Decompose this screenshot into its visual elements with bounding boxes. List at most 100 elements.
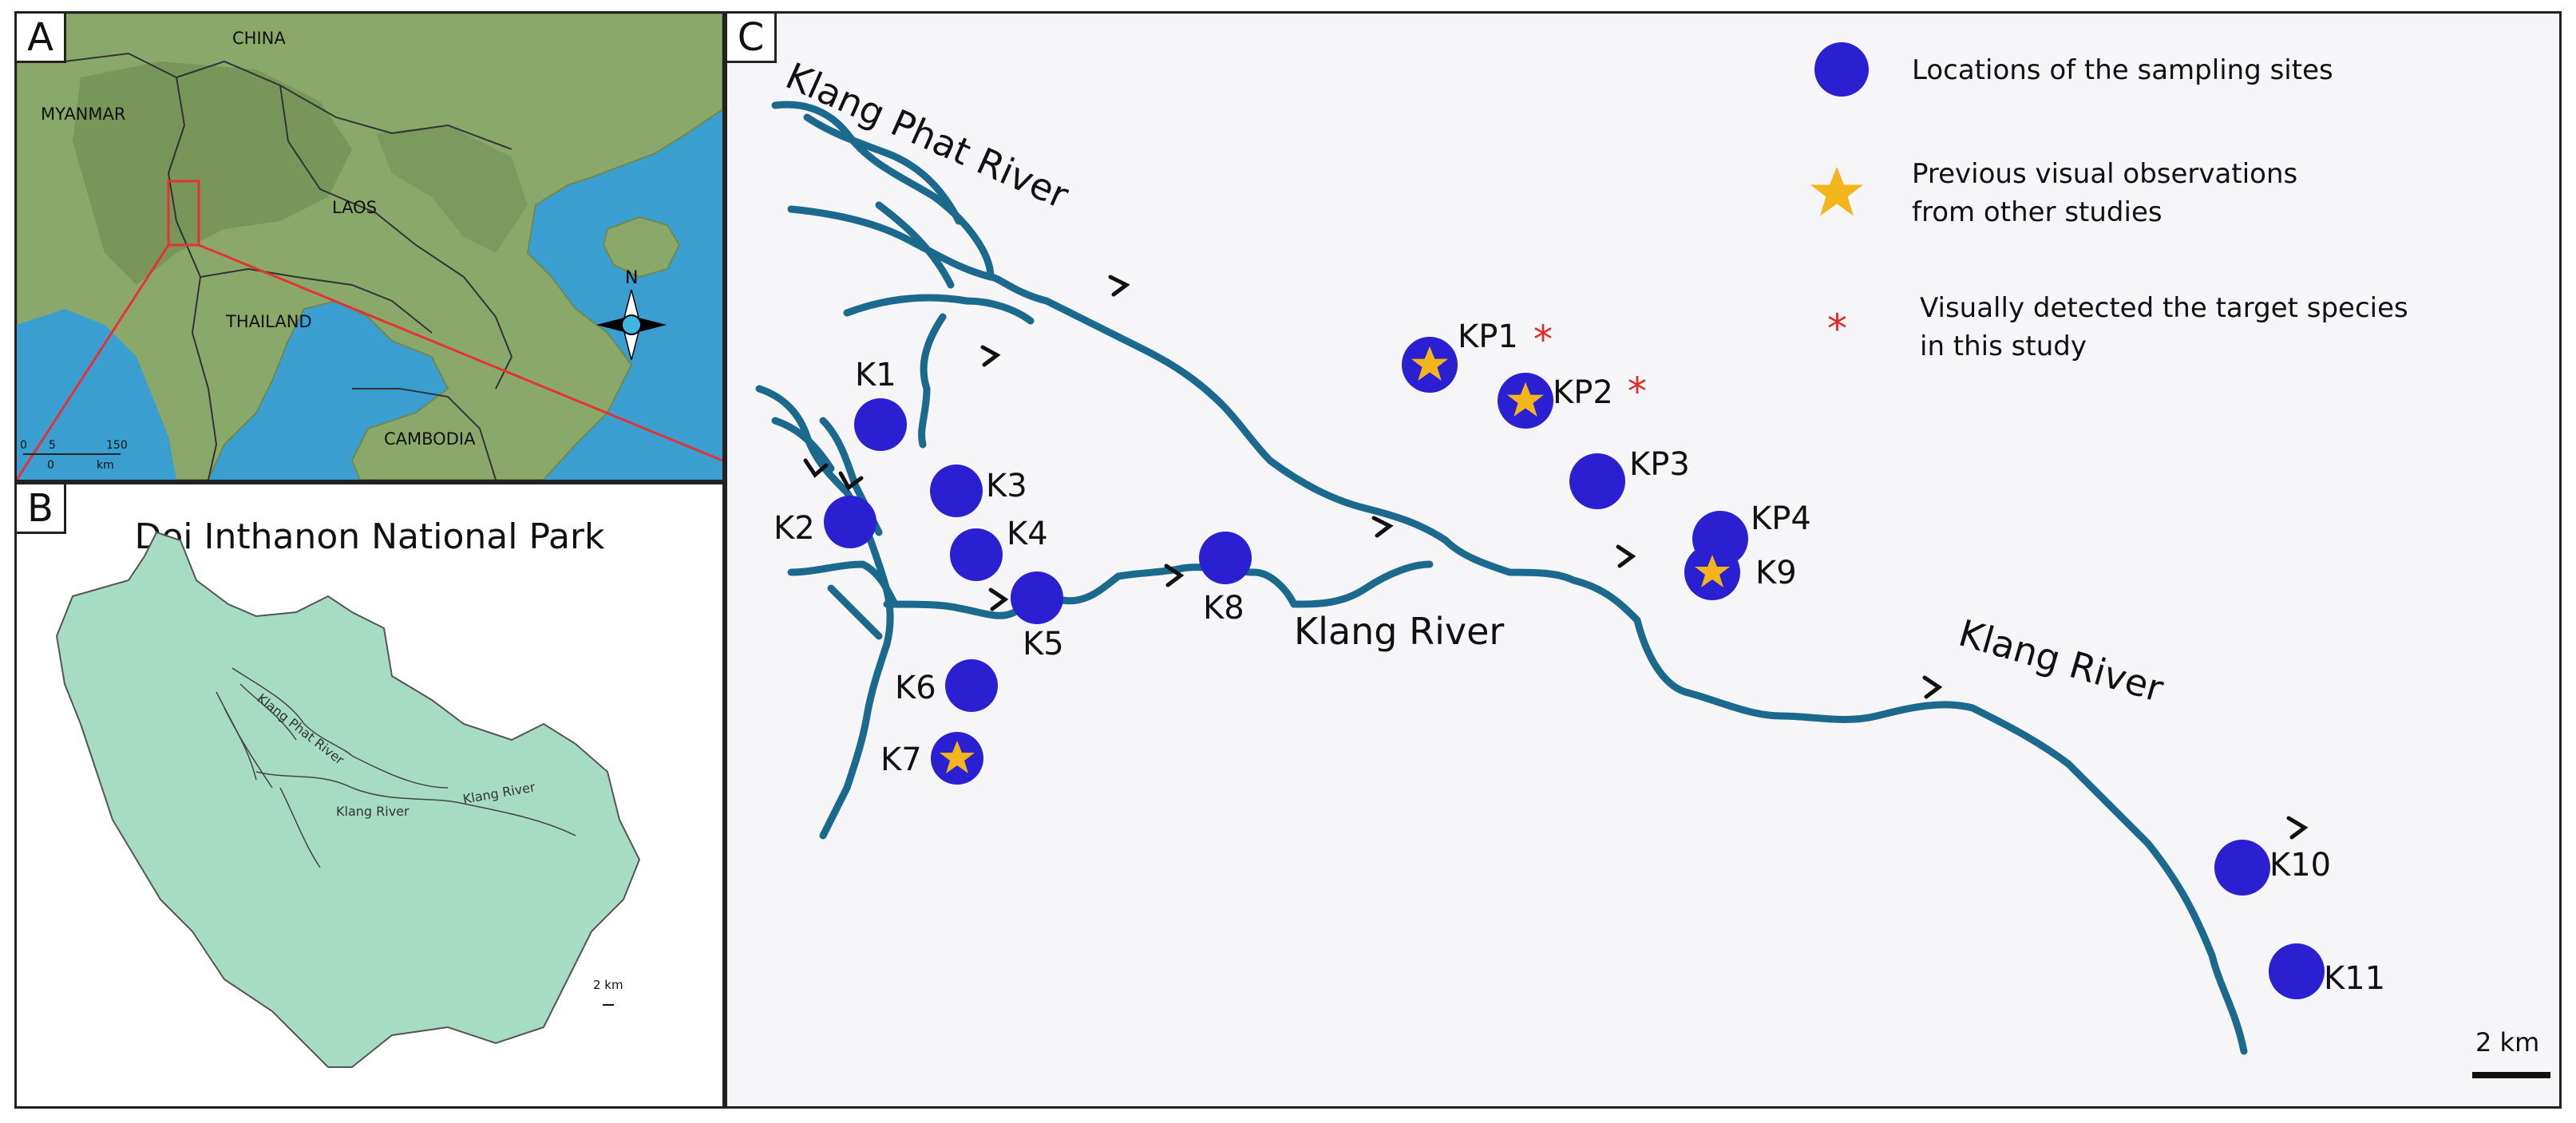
star-icon <box>1695 555 1730 587</box>
scale-sub-0: 0 <box>47 459 54 472</box>
flow-arrow <box>838 471 864 491</box>
compass-north-label: N <box>625 268 638 288</box>
flow-arrow <box>1164 563 1185 587</box>
legend-previous-line1: Previous visual observations <box>1912 158 2297 190</box>
scale-tick-0: 0 <box>20 439 27 452</box>
label-cambodia: CAMBODIA <box>384 429 476 449</box>
scale-label-c: 2 km <box>2475 1027 2539 1058</box>
park-outline <box>55 531 641 1068</box>
park-map-svg: Klang Phat River Klang River Klang River… <box>55 531 641 1068</box>
river-map-svg: KP1 * KP2 * KP3 KP4 K1 K2 K3 K4 K5 K6 K7… <box>755 42 2550 1078</box>
scale-tick-150: 150 <box>106 439 128 452</box>
site-kp1 <box>1402 337 1458 393</box>
site-k9-marker <box>1684 544 1740 600</box>
flow-arrow <box>803 458 829 478</box>
site-k6 <box>945 659 998 712</box>
site-k4 <box>950 528 1003 581</box>
park-scale-label: 2 km <box>593 978 623 992</box>
flow-arrow <box>1616 544 1636 568</box>
legend-asterisk-icon: * <box>1827 306 1847 352</box>
river-label-klang-1: Klang River <box>1294 610 1504 653</box>
flow-arrow <box>1108 275 1130 297</box>
compass-icon: N <box>596 268 667 361</box>
site-label-k3: K3 <box>986 468 1027 504</box>
scale-bar-a: 0 5 150 0 km <box>20 439 128 472</box>
site-label-k2: K2 <box>774 510 815 547</box>
asterisk-icon: * <box>1533 318 1553 362</box>
site-k7 <box>931 732 983 785</box>
legend-previous-line2: from other studies <box>1912 196 2162 228</box>
phat-tributary-1 <box>803 113 963 225</box>
zoom-line-left <box>17 244 170 480</box>
highlands <box>73 61 352 285</box>
site-k1 <box>854 398 907 451</box>
flow-arrow <box>980 345 1001 367</box>
k-tributary-2 <box>771 417 835 473</box>
star-icon <box>940 741 975 773</box>
phat-tributary-2 <box>787 205 995 281</box>
regional-map-svg: CHINA MYANMAR LAOS THAILAND CAMBODIA N 0… <box>17 14 722 480</box>
site-label-k11: K11 <box>2324 960 2385 997</box>
site-k5 <box>1011 571 1063 624</box>
label-myanmar: MYANMAR <box>41 105 125 124</box>
klang-river-line <box>883 560 1434 619</box>
star-icon <box>1411 346 1449 381</box>
site-label-kp1: KP1 <box>1458 318 1518 355</box>
site-label-k9: K9 <box>1755 555 1797 591</box>
site-k2 <box>824 496 876 548</box>
legend-detected-line2: in this study <box>1920 330 2087 362</box>
panel-c-river-map: C <box>725 11 2562 1109</box>
sea-west <box>17 309 176 480</box>
flow-arrows <box>803 275 2309 840</box>
k-main-south <box>819 560 894 840</box>
site-label-k8: K8 <box>1203 590 1244 627</box>
site-label-k4: K4 <box>1007 516 1048 552</box>
klang-phat-river-line <box>771 101 2248 1055</box>
site-kp3 <box>1569 453 1625 509</box>
label-china: CHINA <box>232 29 286 48</box>
flow-arrow <box>988 587 1009 611</box>
island <box>602 216 681 279</box>
site-label-k10: K10 <box>2269 847 2331 884</box>
legend-detected-line1: Visually detected the target species <box>1920 292 2408 324</box>
legend: Locations of the sampling sites Previous… <box>1810 42 2408 362</box>
phat-tributary-4 <box>843 294 1035 325</box>
site-label-kp3: KP3 <box>1629 446 1690 483</box>
site-k10 <box>2214 840 2270 896</box>
site-label-k7: K7 <box>880 741 922 778</box>
highlands-east <box>376 125 528 253</box>
panel-a-regional-map: A CHINA MYANMAR LAOS THAILAND CAMBODIA <box>14 11 725 482</box>
site-label-k5: K5 <box>1023 626 1064 662</box>
legend-site-icon <box>1814 42 1869 97</box>
site-label-k6: K6 <box>895 670 936 706</box>
site-label-kp2: KP2 <box>1553 374 1613 411</box>
country-borders <box>64 52 513 480</box>
phat-tributary-5 <box>918 313 947 449</box>
zoom-line-right <box>198 243 722 462</box>
panel-a-label: A <box>17 14 66 63</box>
study-area-box <box>167 180 200 247</box>
site-label-k1: K1 <box>855 357 896 393</box>
site-label-kp4: KP4 <box>1751 500 1811 537</box>
flow-arrow <box>1922 675 1943 699</box>
site-kp2 <box>1498 373 1553 429</box>
panel-c-label: C <box>727 14 777 63</box>
star-icon <box>1506 382 1545 417</box>
legend-star-icon <box>1810 167 1863 216</box>
river-label-klang-2: Klang River <box>1954 611 2168 711</box>
legend-sampling-label: Locations of the sampling sites <box>1912 54 2333 86</box>
park-rivers <box>216 667 576 868</box>
scale-sub-km: km <box>97 459 114 472</box>
panel-b-label: B <box>17 484 66 534</box>
panel-b-park-map: B Doi Inthanon National Park Klang Phat … <box>14 482 725 1109</box>
site-k8 <box>1199 532 1252 584</box>
phat-tributary-3 <box>875 201 955 289</box>
k-tributary-5 <box>827 584 883 640</box>
site-k11 <box>2269 943 2325 999</box>
park-river-label-klang-1: Klang River <box>336 804 410 819</box>
flow-arrow <box>2286 816 2309 840</box>
park-title: Doi Inthanon National Park <box>134 516 605 557</box>
flow-arrow <box>1371 516 1394 538</box>
label-laos: LAOS <box>332 198 377 217</box>
scale-tick-5: 5 <box>49 439 56 452</box>
